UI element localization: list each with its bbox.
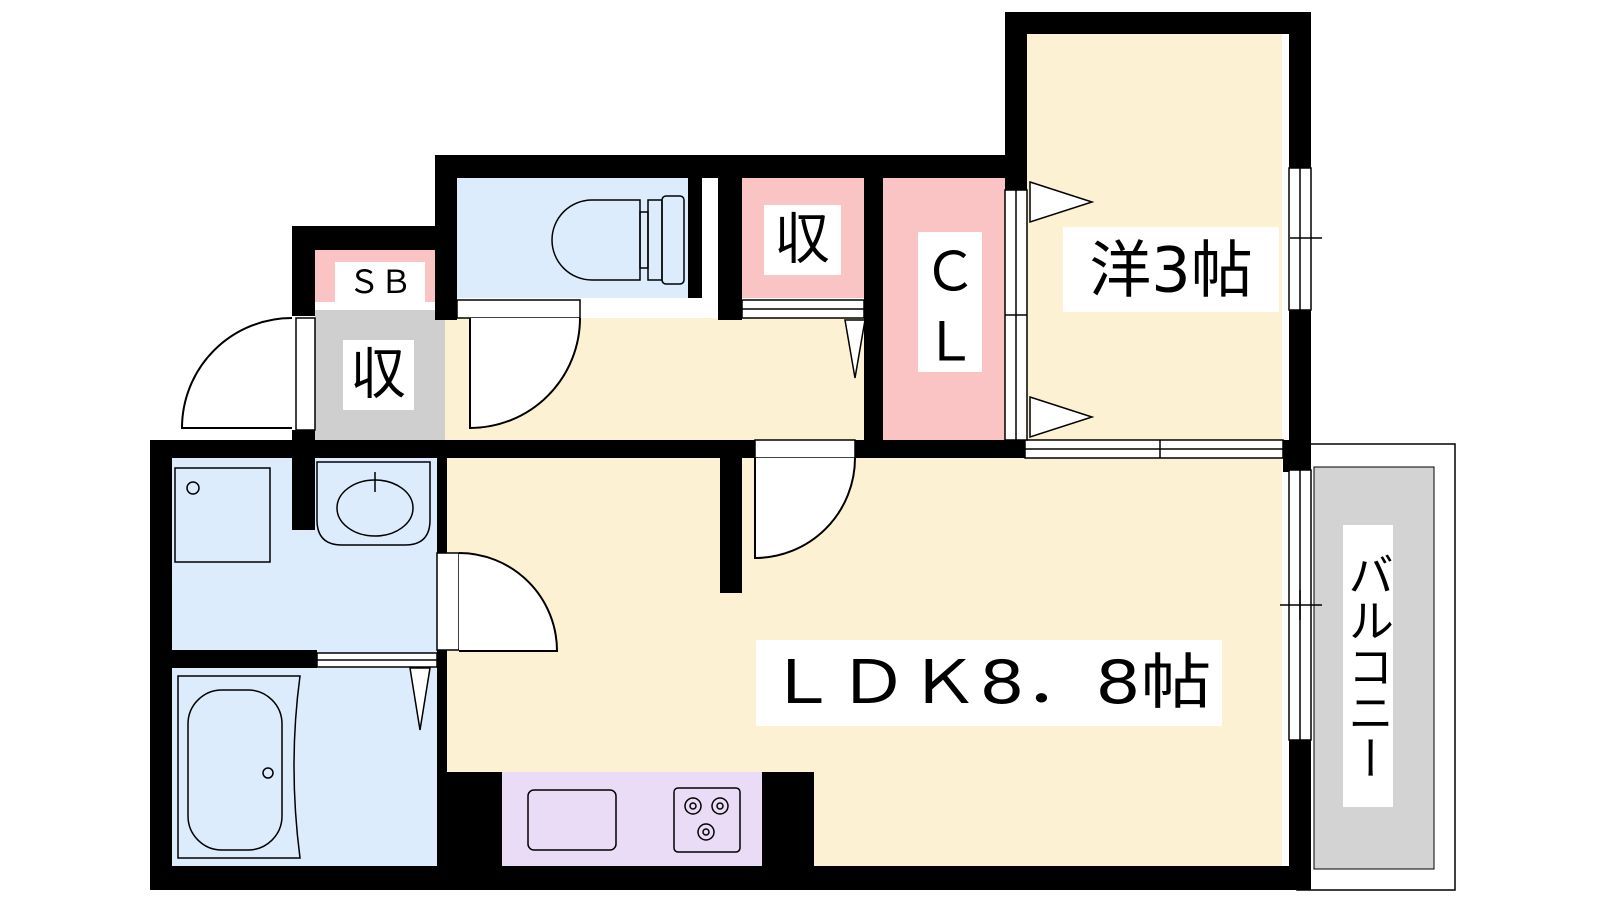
entry-door-jamb — [295, 317, 316, 431]
sliding-doors — [316, 180, 1284, 731]
entry-door — [180, 317, 293, 429]
bathtub — [177, 675, 301, 859]
closet-label-l: Ｌ — [923, 311, 977, 374]
closet-door-leaf — [1029, 395, 1095, 439]
wall — [1005, 12, 1027, 190]
washing-machine-pan — [174, 467, 271, 563]
wall — [292, 226, 315, 316]
stove — [673, 787, 741, 853]
toilet-door — [469, 317, 581, 430]
kitchen-counter-fill — [502, 772, 762, 868]
walls — [150, 12, 1311, 890]
fixtures — [174, 195, 741, 859]
wall — [437, 458, 447, 553]
wall — [1005, 12, 1311, 34]
wall — [150, 440, 172, 890]
wash-door — [458, 552, 559, 652]
wall — [292, 226, 457, 250]
swing-doors — [180, 299, 856, 652]
windows — [1280, 167, 1322, 741]
wall — [1289, 740, 1311, 890]
label-backgrounds — [335, 205, 1393, 807]
ldk-door — [754, 457, 856, 560]
wash-basin — [316, 461, 431, 546]
storage-door-leaf — [844, 319, 866, 379]
wall — [150, 866, 1311, 890]
wall — [718, 155, 742, 320]
wall — [720, 458, 742, 593]
balcony-label: バルコニー — [1341, 551, 1395, 781]
wall — [1289, 12, 1311, 170]
labels: 洋3帖 ＬＤＫ8．8帖 Ｃ Ｌ 収 収 ＳＢ バルコニー — [348, 208, 1395, 782]
toilet-door-jamb — [456, 299, 581, 319]
wash-door-jamb — [436, 552, 460, 651]
wall — [1283, 440, 1311, 472]
wall — [688, 178, 702, 298]
wall — [1289, 310, 1311, 470]
wall — [855, 440, 1025, 458]
closet-label-c: Ｃ — [923, 241, 977, 304]
toilet-fixture — [551, 195, 685, 285]
entry-storage-label: 収 — [350, 343, 406, 408]
kitchen-sink — [527, 789, 617, 851]
storage-top-label: 収 — [774, 208, 830, 273]
wall — [447, 772, 502, 866]
ldk-label: ＬＤＫ8．8帖 — [767, 648, 1212, 718]
wall — [172, 650, 317, 668]
toilet-fill — [457, 178, 688, 298]
wall — [150, 440, 755, 458]
western-room-label: 洋3帖 — [1089, 234, 1252, 307]
shoe-box-label: ＳＢ — [348, 263, 412, 301]
wall — [864, 178, 883, 448]
bathroom-fill — [172, 668, 437, 866]
ldk-door-jamb — [754, 439, 856, 459]
wall — [437, 650, 447, 866]
bath-door-leaf — [409, 667, 431, 731]
wall — [762, 772, 814, 866]
closet-door-leaf — [1029, 180, 1095, 224]
